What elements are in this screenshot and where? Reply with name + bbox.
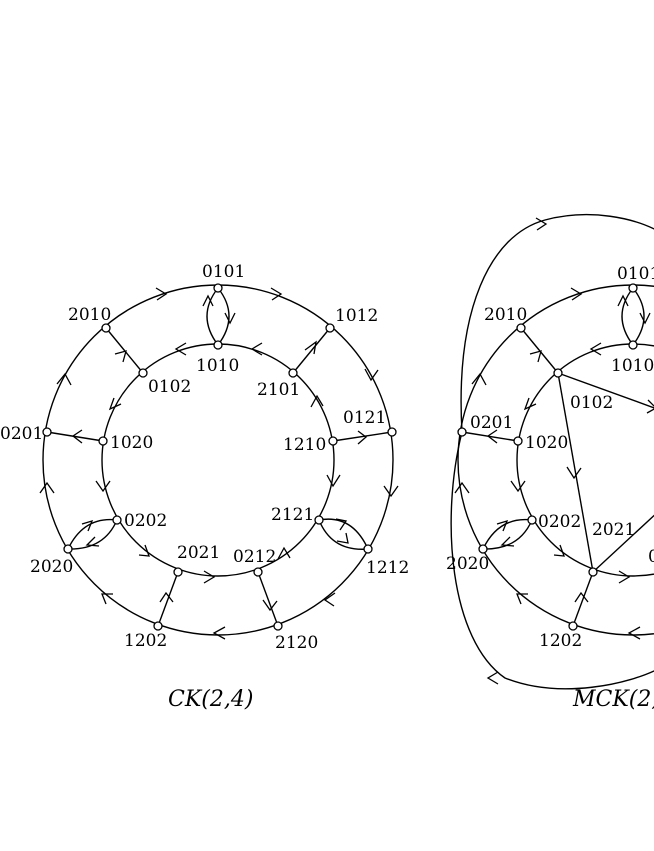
ck-loop-2121-1212-b: [318, 519, 369, 550]
mck-caption: MCK(2,4): [572, 687, 654, 712]
mck-vertex-labels: 0101 2010 1010 0102 0201 1020 0202 2021 …: [446, 264, 654, 651]
ck-label-1020: 1020: [110, 433, 153, 453]
mck-loop-2020-0202-b: [482, 519, 533, 550]
ck-label-2121: 2121: [271, 505, 314, 525]
mck-label-2020: 2020: [446, 554, 489, 574]
ck-outer-cycle: [42, 284, 394, 636]
mck-arrowheads: [454, 217, 654, 685]
mck-label-1010: 1010: [611, 356, 654, 376]
ck-label-0102: 0102: [148, 377, 191, 397]
ck-arrowheads: [39, 287, 399, 640]
mck-graph: 0101 2010 1010 0102 0201 1020 0202 2021 …: [446, 213, 654, 712]
mck-loop-0101-1010-b: [632, 287, 645, 346]
mck-label-0201: 0201: [470, 413, 513, 433]
ck-label-0202: 0202: [124, 511, 167, 531]
mck-outer-loop-top: [460, 213, 654, 433]
mck-chord-0102-2021: [557, 372, 594, 573]
ck-vertex-labels: 0101 1012 0121 1212 2120 1202 2020 0201 …: [0, 262, 409, 653]
ck-spoke-0121-1210: [332, 431, 393, 442]
mck-label-0202: 0202: [538, 512, 581, 532]
ck-label-2020: 2020: [30, 557, 73, 577]
ck-spoke-1202-2021: [157, 571, 179, 627]
ck-spoke-2120-0212: [257, 571, 279, 627]
mck-label-2021: 2021: [592, 520, 635, 540]
ck-label-1012: 1012: [335, 306, 378, 326]
ck-spoke-0201-1020: [46, 431, 104, 442]
mck-outer-loop-bottom: [450, 431, 654, 690]
mck-loop-2020-0202-a: [482, 518, 533, 550]
ck-spoke-1012-2101: [292, 327, 331, 374]
ck-loop-0101-1010-b: [217, 287, 230, 346]
ck-loop-2121-1212-a: [318, 518, 369, 550]
ck-label-1210: 1210: [283, 435, 326, 455]
mck-label-1020: 1020: [525, 433, 568, 453]
mck-label-1202: 1202: [539, 631, 582, 651]
ck-loop-2020-0202-b: [67, 519, 118, 550]
ck-label-0201: 0201: [0, 424, 43, 444]
ck-label-1202: 1202: [124, 631, 167, 651]
ck-label-0121: 0121: [343, 408, 386, 428]
ck-label-0101: 0101: [202, 262, 245, 282]
ck-loop-2020-0202-a: [67, 518, 118, 550]
mck-chord-2021-right: [592, 514, 654, 573]
ck-label-1010: 1010: [196, 356, 239, 376]
ck-inner-cycle: [101, 343, 335, 577]
ck-loop-0101-1010-a: [206, 287, 219, 346]
ck-spoke-2010-0102: [105, 327, 144, 374]
mck-spoke-0201-1020: [461, 431, 519, 442]
mck-label-0102: 0102: [570, 393, 613, 413]
mck-chord-0102-right: [557, 372, 654, 409]
mck-vertices: [457, 283, 638, 631]
mck-outer-cycle: [457, 284, 654, 636]
ck-label-2101: 2101: [257, 380, 300, 400]
mck-label-2010: 2010: [484, 305, 527, 325]
ck-vertices: [42, 283, 397, 631]
mck-label-0101: 0101: [617, 264, 654, 284]
ck-graph: 0101 1012 0121 1212 2120 1202 2020 0201 …: [0, 262, 409, 712]
ck-caption: CK(2,4): [168, 687, 253, 712]
mck-spoke-2010-0102: [520, 327, 559, 374]
ck-label-2010: 2010: [68, 305, 111, 325]
mck-loop-0101-1010-a: [621, 287, 634, 346]
ck-label-2021: 2021: [177, 543, 220, 563]
ck-label-2120: 2120: [275, 633, 318, 653]
mck-inner-cycle: [516, 343, 654, 577]
mck-spoke-1202-2021: [572, 571, 594, 627]
mck-label-0212: 0212: [648, 547, 654, 567]
ck-label-0212: 0212: [233, 547, 276, 567]
ck-label-1212: 1212: [366, 558, 409, 578]
